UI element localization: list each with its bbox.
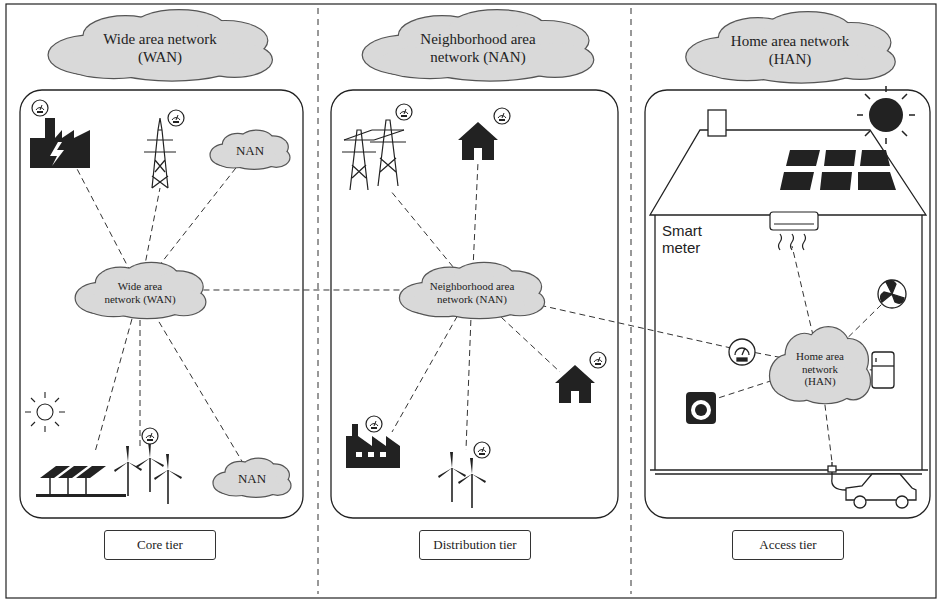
node-text: Home area network (HAN): [720, 33, 860, 68]
transmission-tower: [144, 110, 184, 188]
sun-icon: [857, 86, 915, 144]
factory-icon: [346, 416, 400, 468]
tier-divider: [318, 8, 631, 594]
electric-car: [828, 462, 916, 508]
label: Smart meter: [662, 222, 712, 257]
sun-symbol: [25, 392, 65, 432]
header-cloud: Home area network (HAN): [682, 11, 899, 84]
wind-turbine: [438, 442, 490, 508]
network-cloud: NAN: [212, 458, 292, 497]
fridge-icon: [872, 352, 894, 388]
node-text: Distribution tier: [433, 537, 516, 553]
house-icon: [458, 108, 510, 160]
node-text: Access tier: [759, 537, 816, 553]
node-text: Neighborhood area network (NAN): [403, 31, 553, 66]
node-text: Wide area network (WAN): [85, 31, 235, 66]
solar-panel: [780, 150, 896, 190]
wind-turbine: [114, 428, 182, 504]
node-text: Core tier: [137, 537, 183, 553]
node-text: Neighborhood area network (NAN): [425, 280, 520, 305]
washing-machine: [686, 392, 716, 424]
node-text: Wide area network (WAN): [100, 280, 180, 305]
tier-box: Core tier: [104, 530, 216, 560]
network-cloud: Wide area network (WAN): [73, 262, 208, 319]
node-text: NAN: [230, 472, 274, 487]
smart-meter-icon: [729, 339, 755, 365]
frame: [6, 4, 936, 598]
tier-box: Access tier: [732, 530, 844, 560]
tier-panel: [20, 90, 930, 518]
node-text: Home area network (HAN): [789, 350, 851, 388]
house-outline: [650, 110, 928, 474]
network-link: [158, 166, 238, 267]
air-conditioner: [770, 212, 818, 250]
tier-box: Distribution tier: [419, 530, 531, 560]
fan-icon: [878, 280, 906, 308]
network-link: [154, 313, 243, 462]
network-cloud: Home area network (HAN): [768, 326, 872, 404]
solar-panel: [36, 466, 126, 497]
power-plant: [30, 100, 90, 168]
network-cloud: NAN: [209, 130, 291, 169]
node-text: NAN: [228, 144, 272, 159]
network-cloud: Neighborhood area network (NAN): [397, 262, 547, 319]
house-icon: [555, 352, 606, 403]
transmission-tower: [342, 104, 412, 190]
header-cloud: Neighborhood area network (NAN): [358, 9, 598, 82]
header-cloud: Wide area network (WAN): [44, 9, 277, 82]
network-link: [203, 289, 401, 290]
